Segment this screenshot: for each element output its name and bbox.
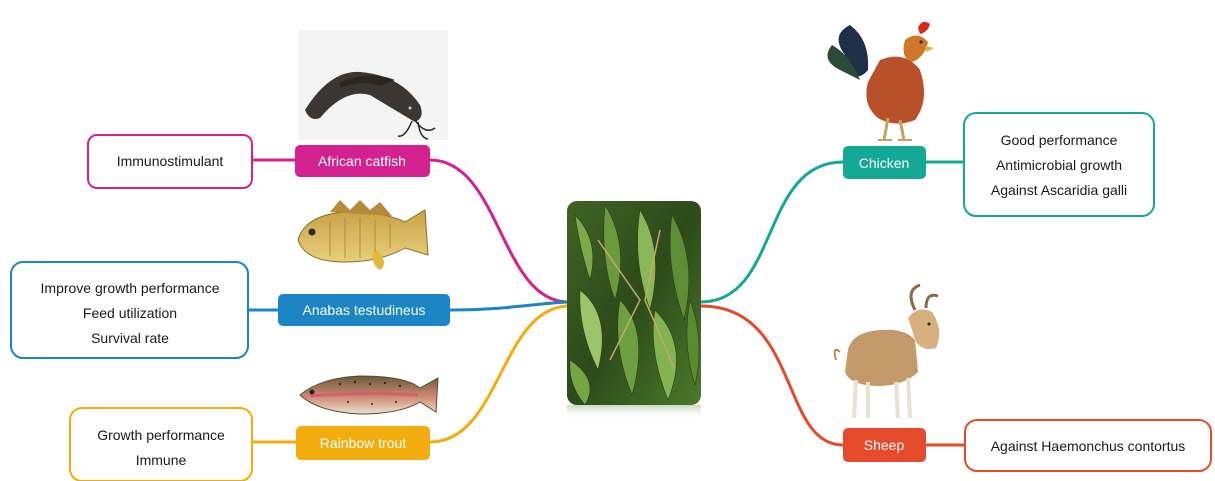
anabas-effect-text-3: Survival rate (91, 330, 169, 346)
center-willow-image (567, 201, 701, 419)
goat-image (835, 285, 940, 418)
chicken-effect-text-2: Antimicrobial growth (996, 157, 1122, 173)
anabas-label: Anabas testudineus (303, 302, 426, 318)
climbing-perch-image (298, 200, 428, 270)
connector-sheep (701, 306, 843, 445)
connector-anabas (450, 302, 567, 310)
trout-effects-box (70, 408, 252, 481)
anabas-effect-text-1: Improve growth performance (41, 280, 220, 296)
connector-african-catfish (430, 160, 567, 302)
chicken-label: Chicken (859, 155, 910, 171)
rainbow-trout-label: Rainbow trout (320, 435, 406, 451)
trout-effect-text-1: Growth performance (97, 427, 225, 443)
catfish-effect-text: Immunostimulant (117, 153, 224, 169)
chicken-effect-text-3: Against Ascaridia galli (991, 182, 1127, 198)
connector-rainbow-trout (430, 306, 567, 442)
sheep-effect-text: Against Haemonchus contortus (991, 438, 1186, 454)
catfish-image (298, 30, 448, 140)
anabas-effect-text-2: Feed utilization (83, 305, 177, 321)
rooster-image (828, 22, 935, 140)
chicken-effect-text-1: Good performance (1001, 132, 1118, 148)
trout-image (300, 376, 438, 414)
connector-chicken (701, 162, 843, 302)
trout-effect-text-2: Immune (136, 452, 187, 468)
african-catfish-label: African catfish (318, 153, 406, 169)
sheep-label: Sheep (864, 437, 905, 453)
